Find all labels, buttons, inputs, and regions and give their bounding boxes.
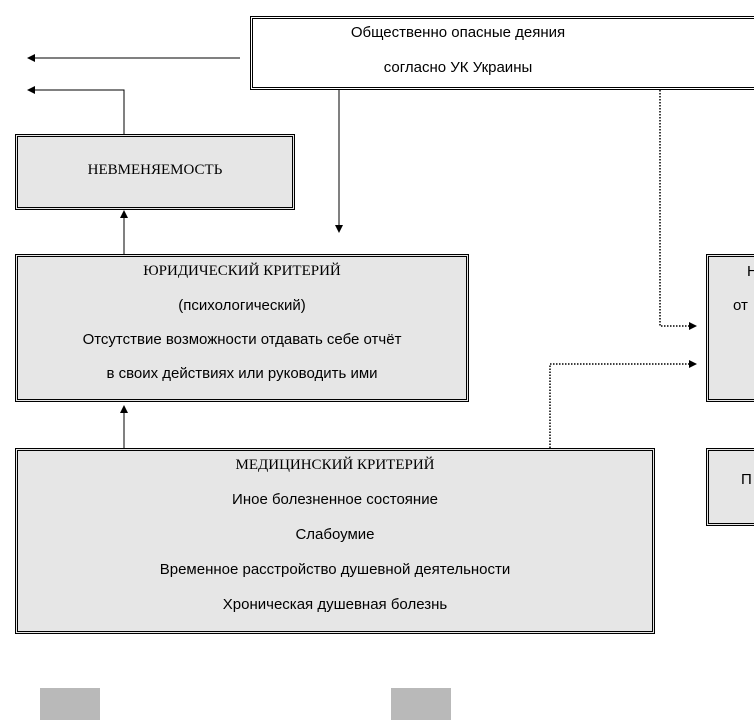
legal-criterion-subtitle: (психологический) (178, 297, 306, 314)
arrow-medical-to-right-box (549, 360, 697, 448)
right-lower-box: П (706, 448, 754, 526)
medical-criterion-item: Иное болезненное состояние (232, 491, 438, 508)
insanity-label: НЕВМЕНЯЕМОСТЬ (87, 162, 223, 178)
criminal-acts-box: Общественно опасные деяния согласно УК У… (250, 16, 754, 90)
legal-criterion-title: ЮРИДИЧЕСКИЙ КРИТЕРИЙ (143, 263, 341, 279)
insanity-box: НЕВМЕНЯЕМОСТЬ (15, 134, 295, 210)
arrow-top-to-right-box (659, 90, 697, 330)
medical-criterion-box: МЕДИЦИНСКИЙ КРИТЕРИЙ Иное болезненное со… (15, 448, 655, 634)
medical-criterion-item: Слабоумие (295, 526, 375, 543)
medical-criterion-title: МЕДИЦИНСКИЙ КРИТЕРИЙ (235, 457, 435, 473)
right-upper-box-text-1: Н (747, 263, 754, 280)
gray-square-left (40, 688, 100, 720)
legal-criterion-text-1: Отсутствие возможности отдавать себе отч… (82, 331, 402, 348)
medical-criterion-item: Временное расстройство душевной деятельн… (159, 561, 511, 578)
legal-criterion-box: ЮРИДИЧЕСКИЙ КРИТЕРИЙ (психологический) О… (15, 254, 469, 402)
criminal-acts-line-2: согласно УК Украины (383, 59, 533, 76)
right-upper-box: Н от (706, 254, 754, 402)
gray-square-right (391, 688, 451, 720)
arrow-insanity-to-left (27, 86, 125, 134)
right-upper-box-text-2: от (733, 297, 748, 314)
medical-criterion-item: Хроническая душевная болезнь (222, 596, 448, 613)
legal-criterion-text-2: в своих действиях или руководить ими (106, 365, 378, 382)
right-lower-box-text: П (741, 471, 752, 488)
criminal-acts-line-1: Общественно опасные деяния (350, 24, 566, 41)
